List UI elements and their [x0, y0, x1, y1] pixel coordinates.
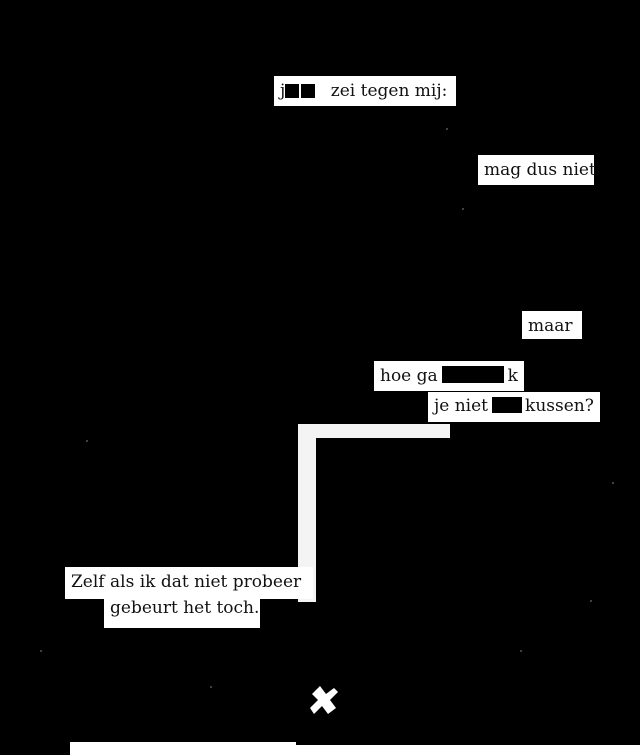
bottom-paper-edge — [296, 745, 640, 755]
snippet-line2: mag dus niet — [478, 155, 596, 185]
redaction-mark — [441, 366, 504, 383]
line5-suffix: kussen? — [525, 396, 594, 416]
line4-suffix: k — [507, 366, 518, 386]
snippet-line7: gebeurt het toch. — [104, 596, 260, 628]
snippet-line3: maar — [522, 311, 582, 339]
line3-text: maar — [528, 316, 573, 336]
speck — [40, 650, 42, 652]
snippet-line1: je zei tegen mij: — [274, 76, 456, 106]
speck — [86, 440, 88, 442]
snippet-line4: hoe ga k — [374, 361, 524, 391]
line6-text: Zelf als ik dat niet probeer — [71, 572, 302, 592]
white-fleck-shape — [310, 686, 338, 714]
snippet-line6: Zelf als ik dat niet probeer — [65, 567, 313, 599]
speck — [590, 600, 592, 602]
speck — [462, 208, 464, 210]
speck — [446, 128, 448, 130]
speck — [210, 686, 212, 688]
bottom-paper-edge — [70, 742, 296, 755]
redaction-mark — [492, 397, 523, 413]
line2-text: mag dus niet — [484, 160, 596, 180]
path-horizontal-top — [298, 424, 450, 438]
line4-prefix: hoe ga — [380, 366, 438, 386]
redaction-mark — [285, 84, 300, 98]
line1-text: zei tegen mij: — [330, 81, 448, 101]
speck — [612, 482, 614, 484]
path-vertical — [298, 424, 316, 602]
line5-prefix: je niet — [434, 396, 489, 416]
redaction-mark — [301, 84, 316, 98]
line7-text: gebeurt het toch. — [110, 598, 260, 618]
speck — [520, 650, 522, 652]
snippet-line5: je niet kussen? — [428, 392, 600, 422]
